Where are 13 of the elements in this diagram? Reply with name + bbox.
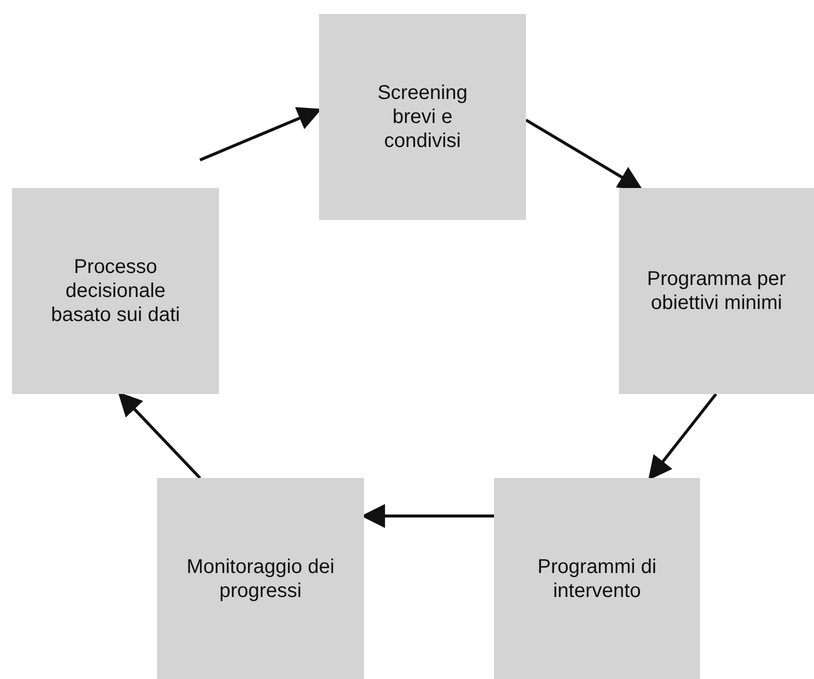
- process-box: [494, 478, 700, 679]
- process-box: [319, 14, 526, 220]
- process-box: [12, 188, 219, 394]
- box-label: Processo decisionale basato sui dati: [50, 255, 181, 327]
- box-label: Monitoraggio dei progressi: [186, 554, 336, 602]
- arrow: [118, 392, 202, 480]
- arrow: [648, 393, 718, 480]
- process-box: [157, 478, 364, 679]
- box-label: Programma per obiettivi minimi: [646, 267, 787, 315]
- arrow: [525, 118, 643, 190]
- box-label: Screening brevi e condivisi: [376, 81, 469, 153]
- box-label: Programmi di intervento: [536, 554, 658, 602]
- process-box: [619, 188, 814, 394]
